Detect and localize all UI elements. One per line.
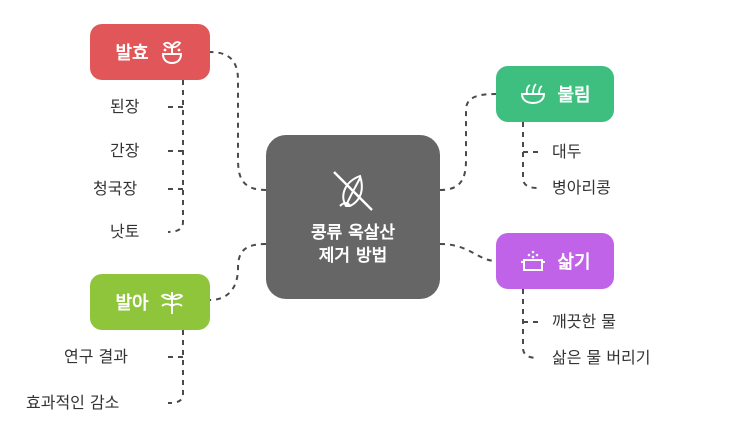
boiling-item-1: 깨끗한 물 <box>552 312 616 331</box>
connector-center-fermentation <box>209 51 267 191</box>
fermentation-item-1: 된장 <box>110 97 140 116</box>
center-node[interactable]: 콩류 옥살산 제거 방법 <box>266 135 440 299</box>
center-title-line2: 제거 방법 <box>318 246 388 266</box>
boiling-item-2: 삶은 물 버리기 <box>552 348 651 367</box>
connector-center-soaking <box>439 93 497 191</box>
connector-soaking-trunk <box>522 122 539 189</box>
sprout-icon <box>159 288 185 316</box>
connector-boiling-trunk <box>522 289 539 359</box>
sprout-bowl-icon <box>159 38 185 66</box>
branch-soaking[interactable]: 불림 <box>496 66 614 122</box>
soaking-item-2: 병아리콩 <box>552 178 611 197</box>
connector-sprouting-trunk <box>167 330 184 404</box>
branch-boiling[interactable]: 삶기 <box>496 233 614 289</box>
fermentation-item-3: 청국장 <box>93 179 138 198</box>
boiling-pot-icon <box>519 248 547 274</box>
center-title-line1: 콩류 옥살산 <box>310 223 396 243</box>
branch-fermentation[interactable]: 발효 <box>90 24 210 80</box>
branch-boiling-label: 삶기 <box>557 252 591 273</box>
branch-sprouting-label: 발아 <box>115 293 149 314</box>
branch-sprouting[interactable]: 발아 <box>90 274 210 330</box>
no-leaf-icon <box>326 166 380 216</box>
sprouting-item-1: 연구 결과 <box>64 347 128 366</box>
soaking-item-1: 대두 <box>552 142 582 161</box>
sprouting-item-2: 효과적인 감소 <box>26 393 120 412</box>
connector-fermentation-trunk <box>167 80 184 233</box>
soaking-bowl-icon <box>519 82 547 106</box>
branch-fermentation-label: 발효 <box>115 43 149 64</box>
connector-center-sprouting <box>209 243 267 301</box>
branch-soaking-label: 불림 <box>557 85 591 106</box>
fermentation-item-4: 낫토 <box>110 222 140 241</box>
connector-center-boiling <box>439 243 497 262</box>
fermentation-item-2: 간장 <box>110 141 140 160</box>
